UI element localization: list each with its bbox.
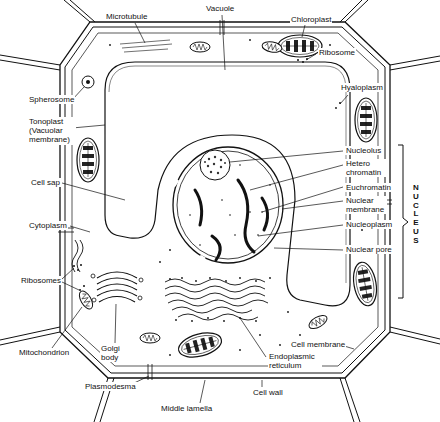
part-label: Cell wall [252,388,284,397]
part-label: Golgi body [100,344,132,362]
part-label: Microtubule [105,12,148,21]
part-label: Spherosome [28,95,75,104]
part-label: Ribosomes [20,276,62,285]
part-label: Hetero chromatin [345,159,387,177]
part-label: Hyaloplasm [340,83,384,92]
part-label: Cell sap [30,178,61,187]
part-label: Nuclear pore [345,245,393,254]
part-label: Plasmodesma [84,382,137,391]
part-label: Cell membrane [290,340,346,349]
part-label: Euchromatin [345,183,392,192]
part-label: Nucleolus [345,146,382,155]
group-label: NUCLEUS [412,184,420,246]
part-label: Vacuole [205,4,235,13]
part-label: Tonoplast (Vacuolar membrane) [28,117,76,145]
part-label: Nuclear membrane [345,196,387,214]
part-label: Cytoplasm [28,221,68,230]
part-label: Ribosome [318,48,356,57]
part-label: Middle lamella [160,404,213,413]
part-label: Endoplasmic reticulum [268,352,322,370]
part-label: Chloroplast [290,15,332,24]
part-label: Mitochondrion [18,348,70,357]
part-label: Nucleoplasm [345,220,393,229]
